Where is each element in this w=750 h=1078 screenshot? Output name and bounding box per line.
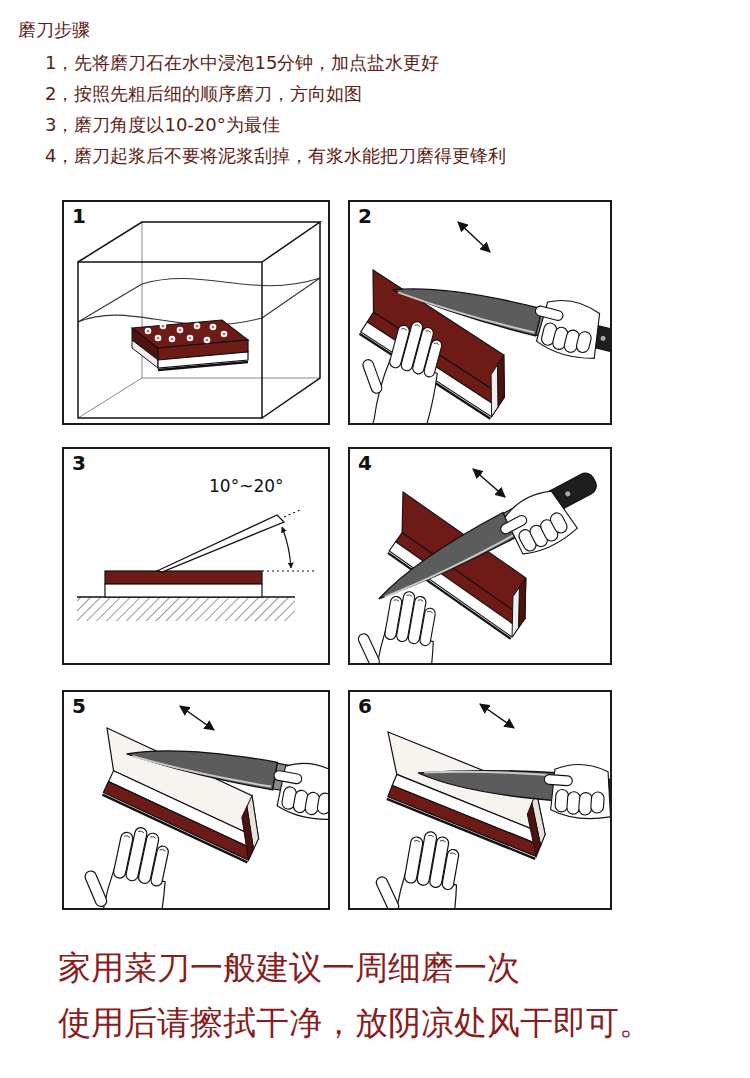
care-note: 家用菜刀一般建议一周细磨一次 [58, 948, 520, 988]
motion-arrow [473, 469, 505, 497]
angle-illustration [284, 510, 300, 517]
sharpen-illustration [350, 467, 601, 663]
angle-illustration [105, 571, 262, 584]
air-bubbles [145, 328, 152, 335]
air-bubbles [189, 337, 192, 340]
step-text: 3，磨刀角度以10-20°为最佳 [45, 114, 280, 136]
soak-illustration [78, 262, 262, 418]
air-bubbles [157, 337, 160, 340]
sharpen-illustration [64, 818, 181, 908]
panel-box: 4 [348, 447, 612, 665]
air-bubbles [206, 339, 209, 342]
sharpen-illustration [358, 704, 610, 908]
air-bubbles [194, 323, 201, 330]
sharpen-illustration [350, 584, 447, 663]
air-bubbles [187, 335, 194, 342]
air-bubbles [221, 331, 228, 338]
air-bubbles [179, 329, 182, 332]
air-bubbles [145, 323, 228, 344]
step-text: 2，按照先粗后细的顺序磨刀，方向如图 [45, 83, 362, 105]
panel-box: 6 [348, 690, 612, 910]
sharpen-illustration [64, 706, 328, 908]
step-text: 4，磨刀起浆后不要将泥浆刮掉，有浆水能把刀磨得更锋利 [45, 145, 506, 167]
sharpen-illustration [268, 758, 328, 823]
page-title: 磨刀步骤 [18, 19, 90, 41]
panel-number: 4 [356, 452, 374, 475]
air-bubbles [160, 323, 167, 330]
air-bubbles [196, 325, 199, 328]
sharpen-illustration [527, 293, 607, 362]
sharpen-illustration [370, 467, 600, 607]
step-text: 1，先将磨刀石在水中浸泡15分钟，加点盐水更好 [45, 52, 439, 74]
soak-illustration [158, 362, 248, 370]
sharpen-illustration [358, 824, 471, 908]
panel-box: 1 [62, 200, 330, 425]
angle-illustration [262, 570, 314, 571]
care-note: 使用后请擦拭干净，放阴凉处风干即可。 [58, 1003, 652, 1043]
ground-hatch [77, 597, 295, 621]
panel-box: 5 [62, 690, 330, 910]
motion-arrow [458, 222, 490, 252]
soak-illustration [78, 222, 320, 262]
sharpen-illustration [350, 222, 610, 423]
motion-arrow [480, 704, 514, 728]
air-bubbles [204, 337, 211, 344]
panel-number: 1 [70, 205, 88, 228]
air-bubbles [223, 333, 226, 336]
soak-illustration [78, 278, 320, 325]
soak-illustration [262, 222, 320, 418]
air-bubbles [210, 324, 217, 331]
sharpen-illustration [493, 484, 579, 564]
air-bubbles [162, 325, 165, 328]
sharpen-illustration [81, 728, 274, 862]
panel-number: 2 [356, 205, 374, 228]
air-bubbles [147, 330, 150, 333]
air-bubbles [171, 338, 174, 341]
soak-illustration [78, 222, 142, 418]
sharpen-illustration [542, 762, 610, 820]
air-bubbles [212, 326, 215, 329]
air-bubbles [147, 325, 226, 342]
angle-illustration [105, 584, 262, 597]
panel-box: 3 10°~20° [62, 447, 330, 665]
motion-arrow [180, 706, 214, 730]
panel-number: 3 [70, 452, 88, 475]
air-bubbles [169, 336, 176, 343]
angle-label: 10°~20° [207, 477, 286, 497]
panel-number: 5 [70, 695, 88, 718]
angle-illustration [77, 510, 314, 621]
panel-box: 2 [348, 200, 612, 425]
air-bubbles [155, 335, 162, 342]
panel-number: 6 [356, 695, 374, 718]
soak-illustration [142, 378, 320, 379]
air-bubbles [177, 327, 184, 334]
knife-blade [157, 515, 284, 572]
soak-illustration [78, 222, 320, 418]
sharpen-illustration [350, 310, 454, 423]
angle-arc [282, 527, 291, 568]
